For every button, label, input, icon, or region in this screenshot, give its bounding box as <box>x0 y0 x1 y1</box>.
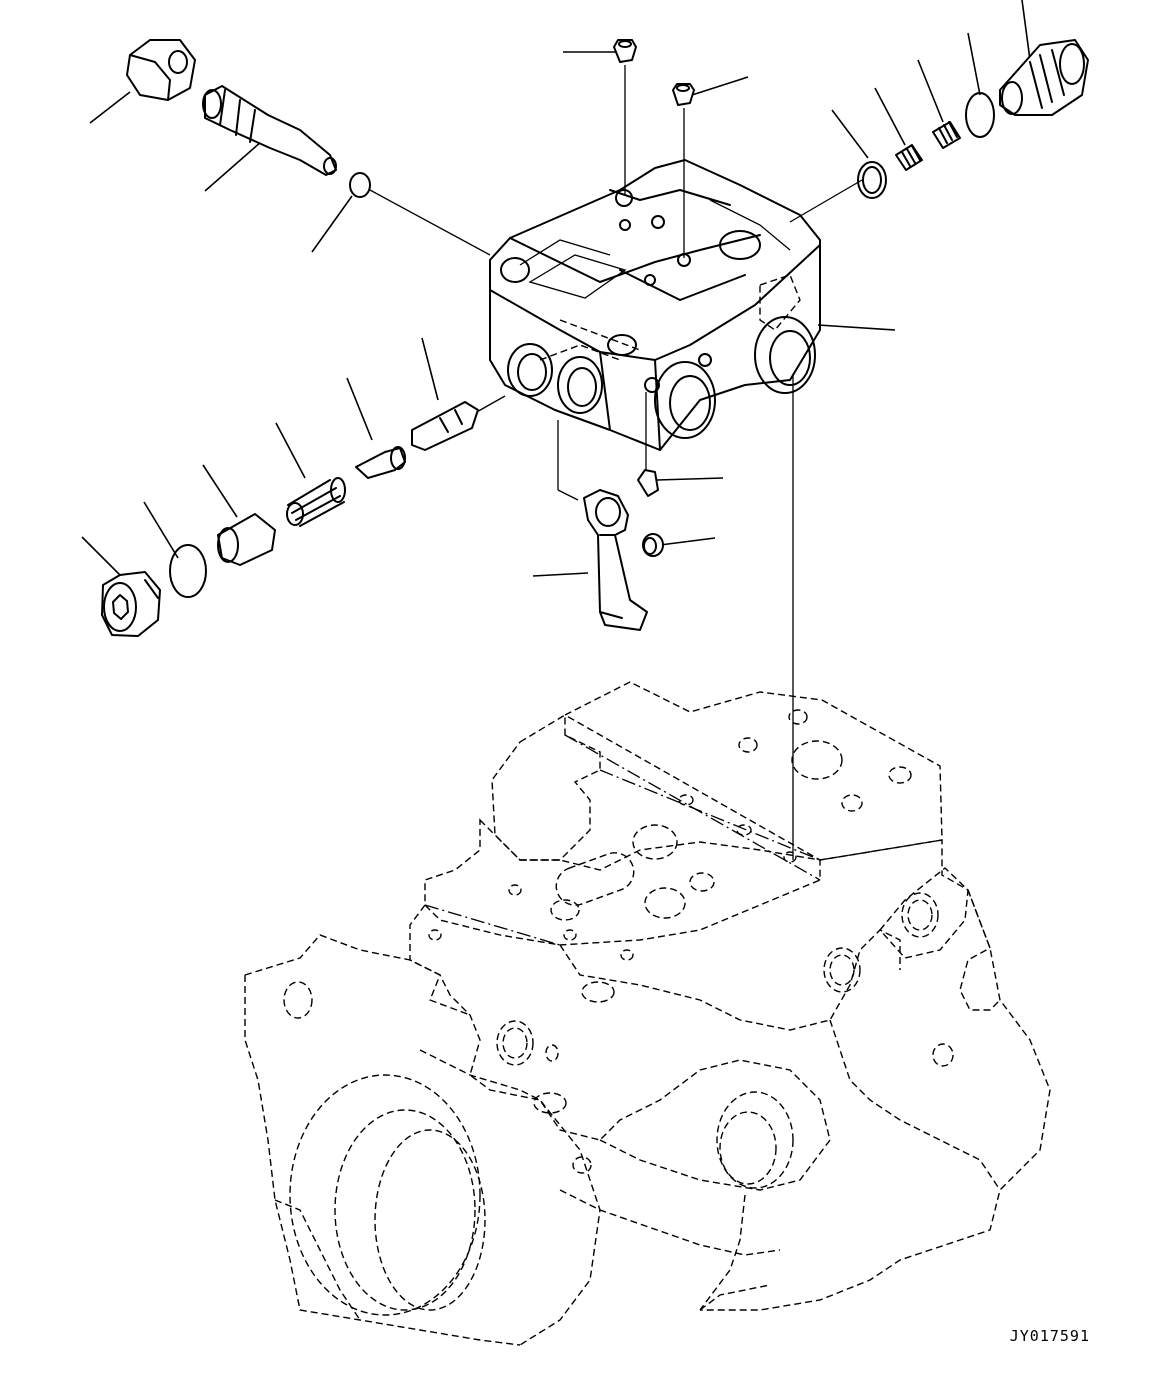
sleeve-part <box>217 513 276 566</box>
hex-socket-plug-part <box>101 571 161 637</box>
small-plug-part <box>613 39 637 63</box>
collar-part <box>642 533 664 557</box>
leader-lines <box>81 0 1031 860</box>
o-ring-part <box>169 544 207 598</box>
drawing-code-label: JY017591 <box>1009 1327 1090 1345</box>
small-plug-part <box>672 83 695 106</box>
threaded-plug-part <box>932 121 961 149</box>
valve-body <box>489 159 821 451</box>
pump-body-ports <box>283 709 954 1316</box>
threaded-plug-part <box>895 144 923 171</box>
o-ring-part <box>349 172 371 198</box>
small-plug-part <box>637 469 659 497</box>
pump-body-outline <box>244 681 1051 1346</box>
spring-part <box>286 477 346 527</box>
relief-valve-part <box>999 39 1089 116</box>
ring-part <box>857 161 887 199</box>
pin-part <box>355 446 406 479</box>
piston-part <box>411 401 479 451</box>
hex-nut-part <box>126 39 196 101</box>
lever-part <box>583 489 648 631</box>
spool-part <box>202 85 337 176</box>
o-ring-part <box>965 92 995 138</box>
